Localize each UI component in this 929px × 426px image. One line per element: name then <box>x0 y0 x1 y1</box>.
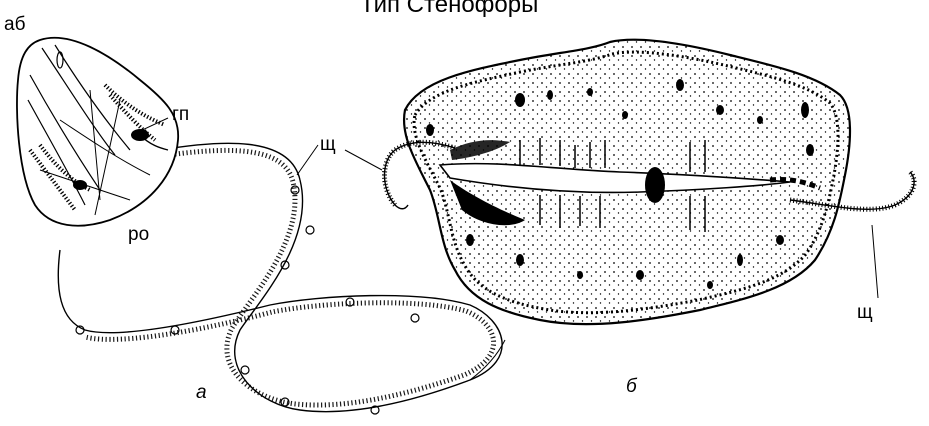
label-tentacle-b: щ <box>857 302 873 323</box>
panel-a-letter: а <box>196 382 207 403</box>
panel-b-letter: б <box>626 376 638 397</box>
label-tentacle-a: щ <box>320 134 336 155</box>
leader-tentacle-b <box>872 225 878 298</box>
figure-title: Тип Стенофоры <box>360 0 538 18</box>
label-genital-products: гп <box>172 104 189 125</box>
label-aboral-organ: аб <box>4 14 26 35</box>
leader-tentacle-a-to-b <box>345 150 382 170</box>
label-mouth: ро <box>128 224 149 245</box>
panel-b-drawing <box>384 40 914 324</box>
leader-tentacle-a <box>297 145 318 175</box>
